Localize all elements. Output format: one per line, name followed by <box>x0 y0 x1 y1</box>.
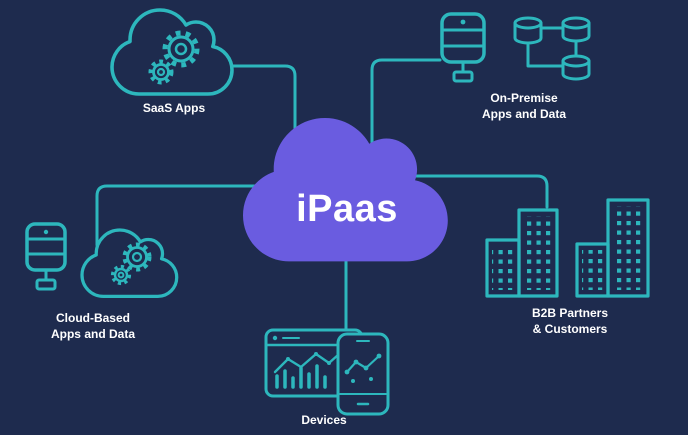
database-network-icon <box>513 16 591 81</box>
ipaas-title: iPaas <box>296 188 398 230</box>
ipaas-cloud: iPaas <box>243 118 448 262</box>
gear-icon <box>148 59 174 85</box>
cloud-outline-icon <box>110 8 234 96</box>
buildings-icon <box>575 198 650 298</box>
gear-icon <box>110 264 132 286</box>
cloud-based-server-icon <box>25 222 67 291</box>
on-premise-server-icon <box>440 12 486 83</box>
cloud-based-label-line1: Cloud-Based <box>56 311 130 325</box>
on-premise-label-line2: Apps and Data <box>482 107 566 121</box>
database-icon <box>561 54 591 68</box>
gear-icon <box>122 242 152 272</box>
connector-saas <box>231 64 297 177</box>
devices-label: Devices <box>301 413 347 427</box>
phone-chart-icon <box>336 332 390 416</box>
cloud-based-cloud-gears-icon <box>80 228 179 298</box>
on-premise-label-line1: On-Premise <box>490 91 558 105</box>
gear-icon <box>162 30 200 68</box>
database-icon <box>513 16 543 30</box>
saas-cloud-gears-icon <box>110 8 234 96</box>
connector-on-premise <box>370 58 442 152</box>
connector-cloud-based <box>95 184 272 247</box>
cloud-based-label-line2: Apps and Data <box>51 327 135 341</box>
database-icon <box>561 16 591 30</box>
b2b-label-line1: B2B Partners <box>532 306 608 320</box>
b2b-label-line2: & Customers <box>533 322 608 336</box>
connector-b2b <box>398 174 549 209</box>
saas-label: SaaS Apps <box>143 101 206 115</box>
buildings-icon <box>485 208 559 298</box>
